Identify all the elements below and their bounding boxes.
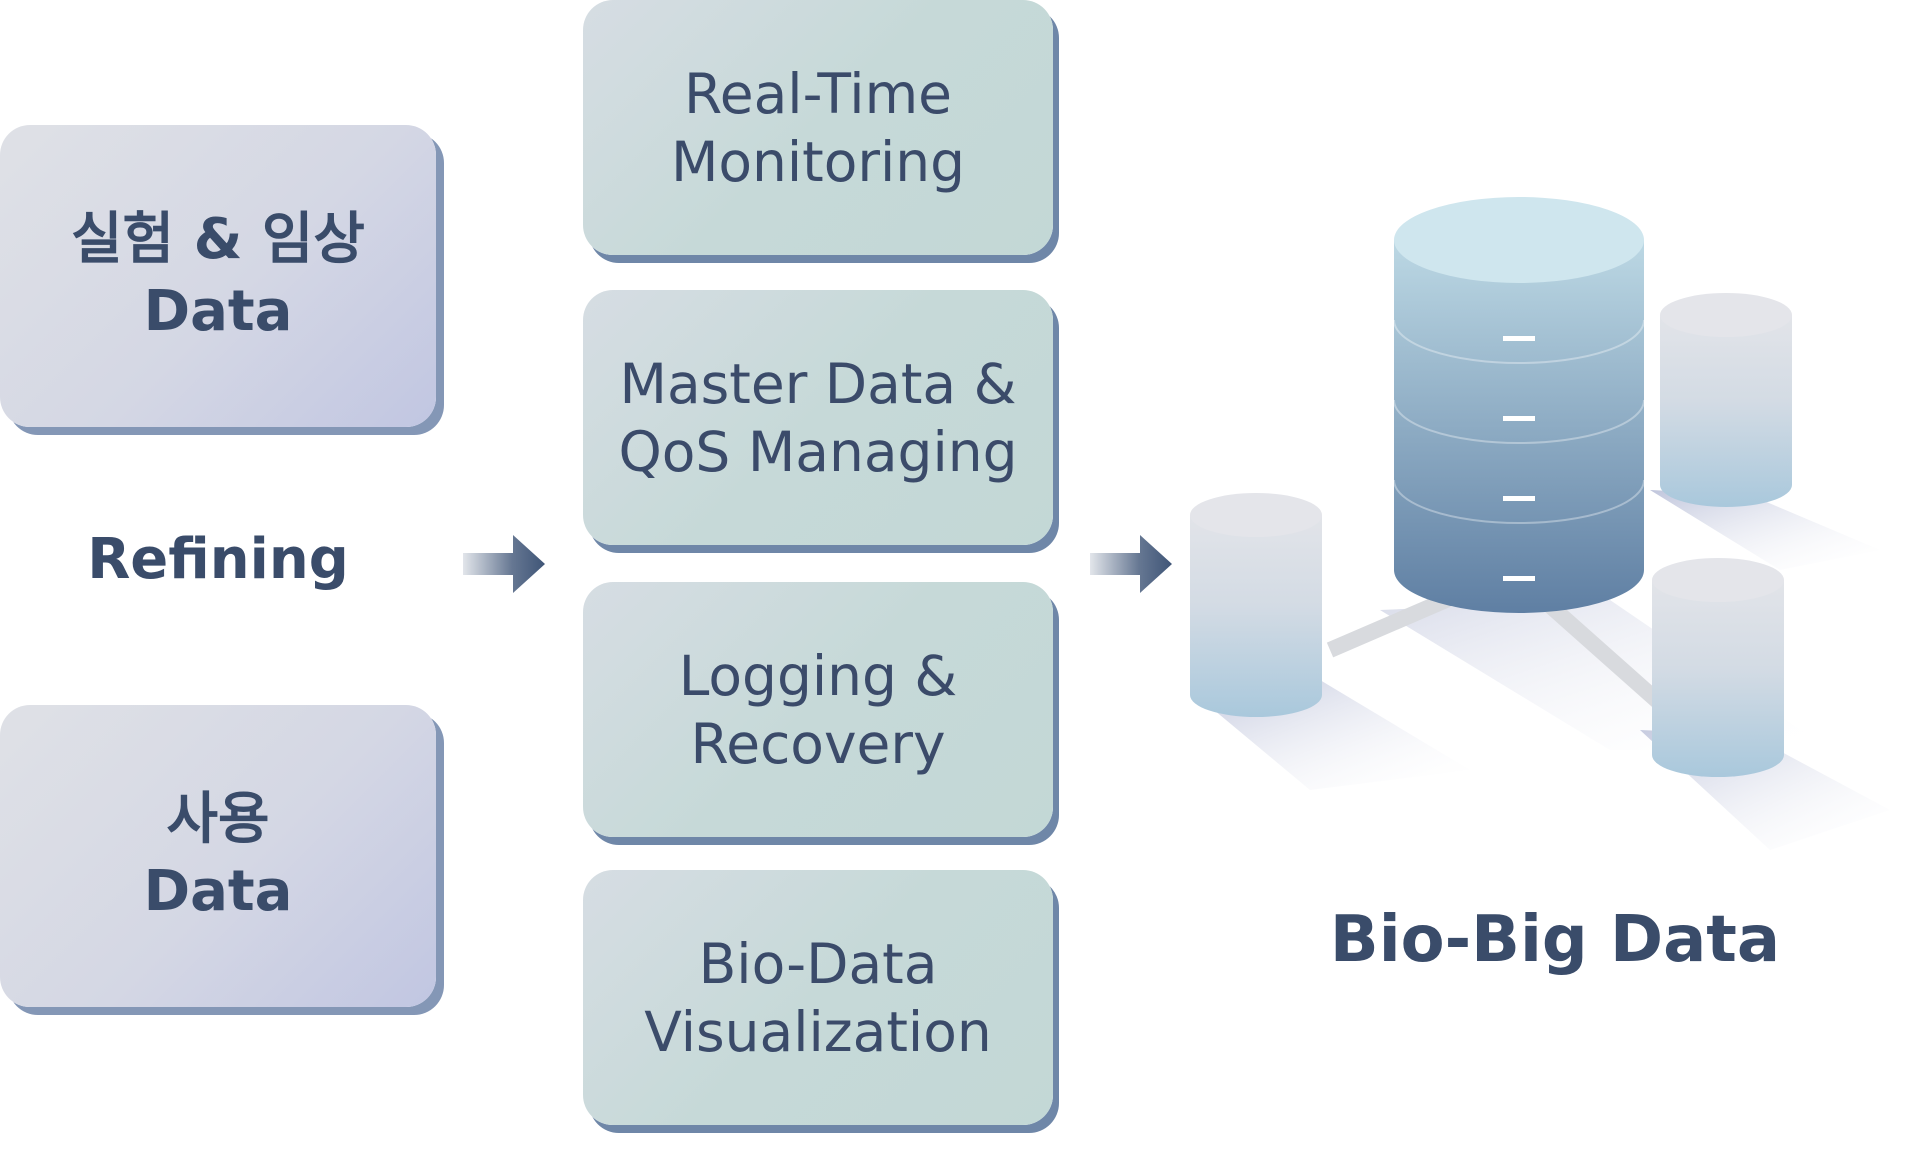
refining-label: Refining (87, 527, 349, 592)
right-arrow-icon (463, 535, 545, 593)
main-database-cylinder (1393, 197, 1645, 613)
process-line: Bio-Data (698, 931, 938, 996)
process-line: Visualization (644, 999, 992, 1064)
small-database-cylinder (1190, 493, 1322, 717)
source-line: Data (143, 859, 293, 924)
process-line: Master Data & (619, 351, 1017, 416)
process-line: Real-Time (684, 61, 952, 126)
small-database-cylinder (1660, 293, 1792, 507)
source-box-usage: 사용 Data (0, 705, 436, 1007)
result-label: Bio-Big Data (1329, 903, 1781, 977)
source-box-experiment-clinical: 실험 & 임상 Data (0, 125, 436, 427)
database-cluster-icon (1190, 197, 1890, 850)
process-box-bio-data-visualization: Bio-Data Visualization (583, 870, 1053, 1125)
right-arrow-icon (1090, 535, 1172, 593)
process-box-real-time-monitoring: Real-Time Monitoring (583, 0, 1053, 255)
process-line: Monitoring (670, 129, 966, 194)
process-line: QoS Managing (618, 419, 1018, 484)
source-line: Data (143, 279, 293, 344)
process-line: Logging & (678, 643, 958, 708)
shadow (1650, 490, 1880, 570)
small-database-cylinder (1652, 558, 1784, 777)
source-line: 사용 (166, 787, 270, 852)
process-box-logging-recovery: Logging & Recovery (583, 582, 1053, 837)
process-box-master-data-qos: Master Data & QoS Managing (583, 290, 1053, 545)
process-line: Recovery (690, 711, 946, 776)
source-line: 실험 & 임상 (71, 207, 365, 272)
